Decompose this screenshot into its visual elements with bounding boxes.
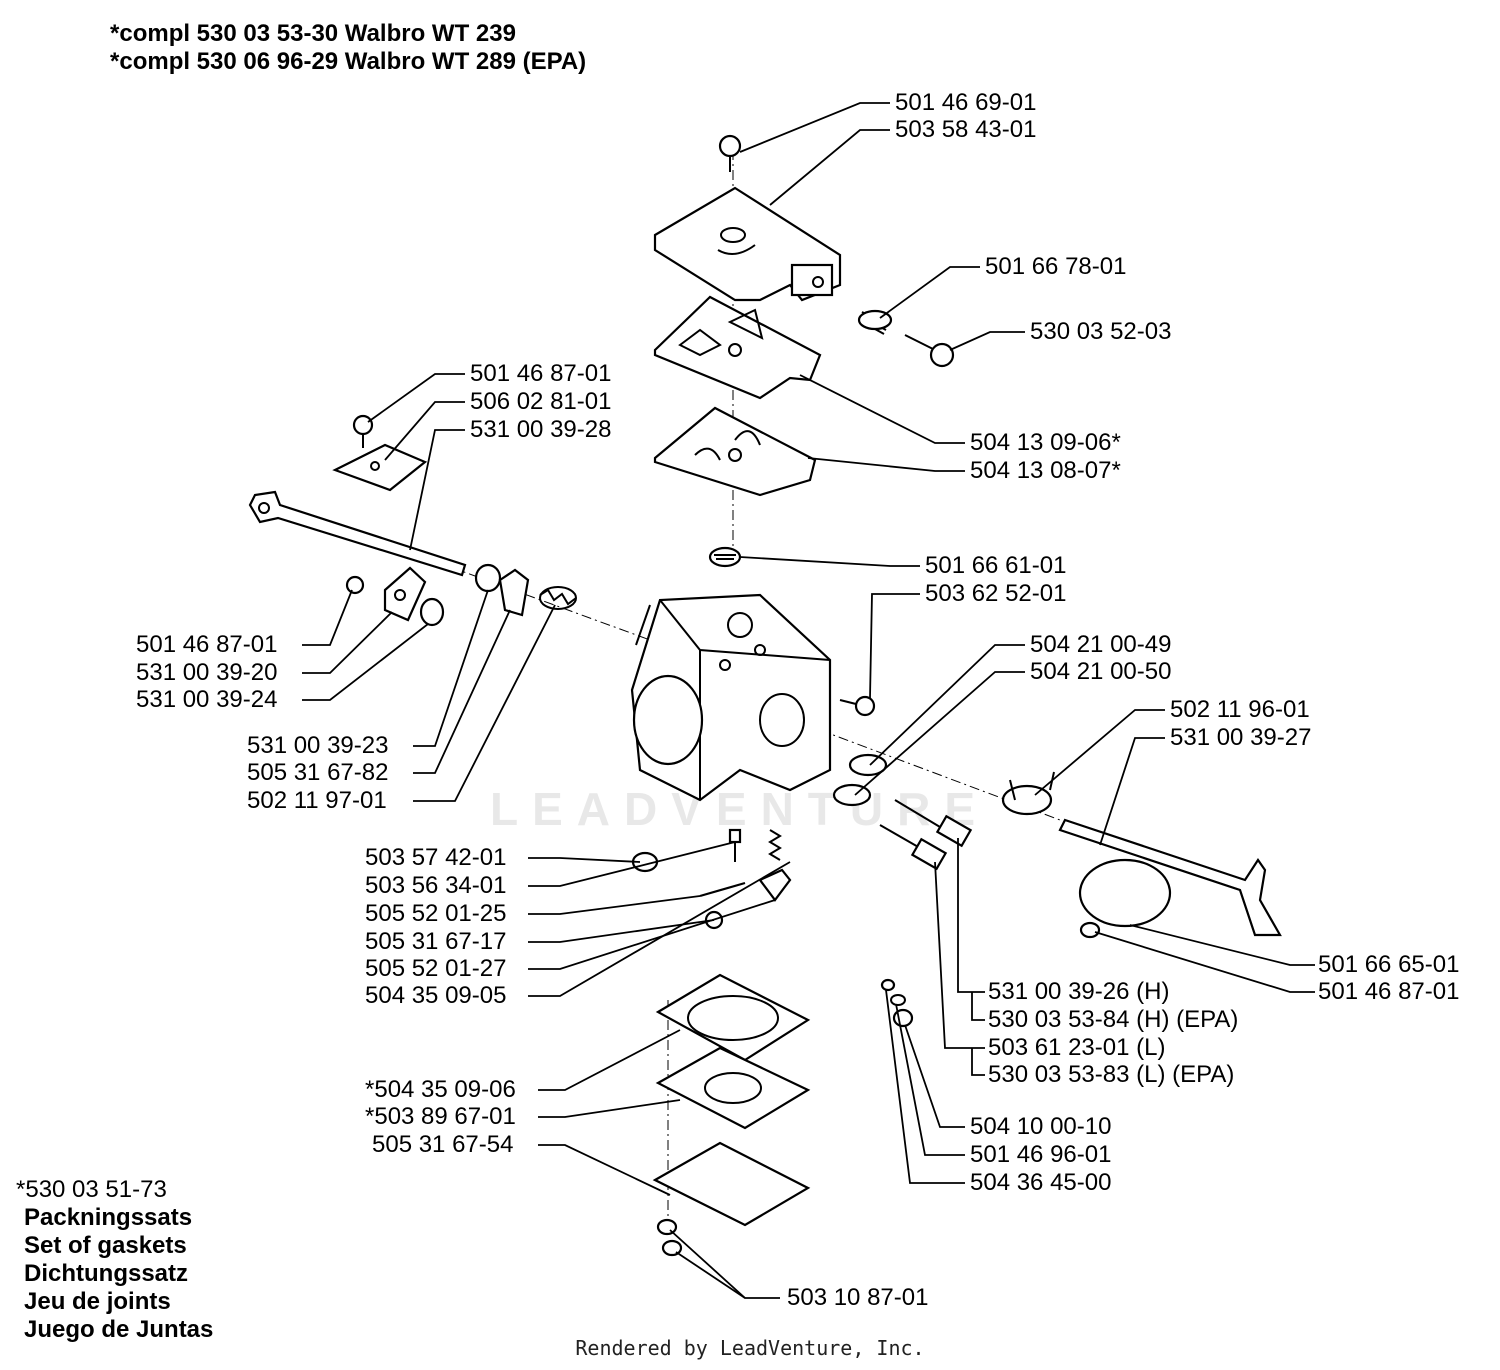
needle-l-part <box>879 824 948 871</box>
metering-cover-part <box>652 1141 811 1227</box>
part-label: 501 46 87-01 <box>1318 978 1460 1005</box>
part-label: 531 00 39-28 <box>470 416 612 443</box>
washer-part <box>890 994 906 1006</box>
choke-screw-part <box>352 414 374 448</box>
header-line-2: *compl 530 06 96-29 Walbro WT 289 (EPA) <box>110 48 587 75</box>
part-label: 531 00 39-27 <box>1170 724 1312 751</box>
metering-diaphragm-part <box>655 1046 811 1130</box>
part-label: 503 56 34-01 <box>365 872 507 899</box>
part-label: 504 21 00-50 <box>1030 658 1172 685</box>
part-label: 530 03 53-84 (H) (EPA) <box>988 1006 1239 1033</box>
part-label: *504 35 09-06 <box>365 1076 516 1103</box>
part-label: 501 66 61-01 <box>925 552 1067 579</box>
needle-h-part <box>894 799 973 848</box>
spring-right-part <box>1001 771 1055 816</box>
footer-credit: Rendered by LeadVenture, Inc. <box>575 1336 925 1360</box>
axis-right <box>819 729 1061 821</box>
side-screw-part <box>839 695 876 717</box>
choke-lever-part <box>383 566 427 622</box>
pump-cover-part <box>653 186 842 302</box>
part-label: 504 13 08-07* <box>970 457 1121 484</box>
detent-part <box>474 563 502 593</box>
part-label: 503 10 87-01 <box>787 1284 929 1311</box>
part-label: 504 13 09-06* <box>970 429 1121 456</box>
part-label: 504 35 09-05 <box>365 982 507 1009</box>
part-label: 501 66 65-01 <box>1318 951 1460 978</box>
part-label: 503 58 43-01 <box>895 116 1037 143</box>
part-label: 502 11 97-01 <box>247 787 387 814</box>
throttle-valve-part <box>1078 858 1172 928</box>
part-label: 501 66 78-01 <box>985 253 1127 280</box>
choke-shaft-part <box>248 490 467 577</box>
part-label: 505 52 01-27 <box>365 955 507 982</box>
part-label: 531 00 39-26 (H) <box>988 978 1170 1005</box>
part-label: 530 03 53-83 (L) (EPA) <box>988 1061 1235 1088</box>
watermark: LEADVENTURE <box>490 783 990 835</box>
gasket-kit-name: Packningssats <box>24 1204 193 1231</box>
part-label: 501 46 96-01 <box>970 1141 1112 1168</box>
part-label: 531 00 39-23 <box>247 732 389 759</box>
header-line-1: *compl 530 03 53-30 Walbro WT 239 <box>110 20 516 47</box>
part-label: 531 00 39-20 <box>136 659 278 686</box>
pump-gasket-part <box>653 295 822 400</box>
part-label: 504 10 00-10 <box>970 1113 1112 1140</box>
metering-gasket-part <box>655 973 811 1062</box>
inlet-screen-part <box>708 546 742 568</box>
part-label: 505 31 67-54 <box>372 1131 514 1158</box>
pump-diaphragm-part <box>653 406 817 497</box>
throttle-lever-left-part <box>498 568 530 617</box>
carburetor-body-part <box>630 593 832 802</box>
part-label: 505 31 67-82 <box>247 759 389 786</box>
throttle-shaft-part <box>1058 818 1282 937</box>
gasket-kit-name: Set of gaskets <box>24 1232 187 1259</box>
gasket-kit-name: Juego de Juntas <box>24 1316 214 1343</box>
choke-valve-part <box>332 443 428 492</box>
gasket-kit-code: *530 03 51-73 <box>16 1176 167 1203</box>
part-label: 502 11 96-01 <box>1170 696 1310 723</box>
part-label: *503 89 67-01 <box>365 1103 516 1130</box>
metering-needle-part <box>728 828 742 862</box>
lever-screw-part <box>345 575 365 595</box>
gasket-kit-name: Dichtungssatz <box>24 1260 189 1287</box>
adjust-screw-part <box>904 334 955 368</box>
spring-left-part <box>539 586 577 610</box>
clip-part <box>880 978 896 992</box>
metering-spring-part <box>768 829 782 861</box>
part-label: 530 03 52-03 <box>1030 318 1172 345</box>
throttle-screw-part <box>1079 921 1101 939</box>
part-label: 505 52 01-25 <box>365 900 507 927</box>
part-label: 503 57 42-01 <box>365 844 507 871</box>
part-label: 501 46 87-01 <box>470 360 612 387</box>
top-screw-part <box>718 134 742 172</box>
part-label: 501 46 69-01 <box>895 89 1037 116</box>
leader-lines <box>302 102 1315 1299</box>
part-label: 506 02 81-01 <box>470 388 612 415</box>
part-label: 503 62 52-01 <box>925 580 1067 607</box>
part-label: 503 61 23-01 (L) <box>988 1034 1166 1061</box>
part-label: 505 31 67-17 <box>365 928 507 955</box>
part-label: 504 21 00-49 <box>1030 631 1172 658</box>
part-label: 531 00 39-24 <box>136 686 278 713</box>
metering-pin-part <box>699 881 746 898</box>
part-label: 504 36 45-00 <box>970 1169 1112 1196</box>
part-label: 501 46 87-01 <box>136 631 278 658</box>
metering-lever-part <box>758 868 792 902</box>
gasket-kit-block: *530 03 51-73 Packningssats Set of gaske… <box>16 1176 213 1344</box>
gasket-kit-name: Jeu de joints <box>24 1288 171 1315</box>
bushing-part <box>419 597 445 627</box>
needle-springs-part <box>832 753 888 807</box>
